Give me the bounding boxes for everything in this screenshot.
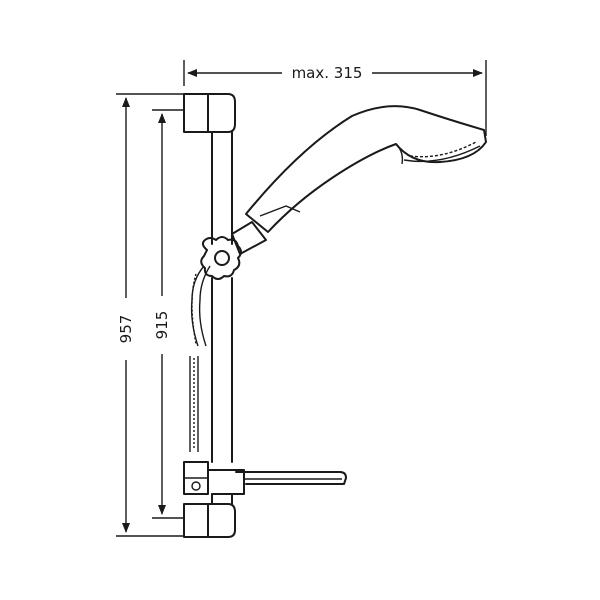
inner-height-dimension: 915 — [152, 109, 184, 519]
width-dimension: max. 315 — [183, 60, 487, 136]
bottom-wall-bracket — [183, 503, 236, 538]
inner-height-label: 915 — [153, 311, 171, 340]
width-label: max. 315 — [292, 64, 363, 82]
shower-rail — [211, 131, 233, 505]
outer-height-label: 957 — [117, 315, 135, 344]
outer-height-dimension: 957 — [116, 93, 184, 537]
top-wall-bracket — [183, 93, 236, 133]
hose-connector — [183, 461, 245, 495]
soap-dish — [235, 471, 347, 485]
hand-shower — [231, 105, 487, 255]
slider-holder — [200, 236, 242, 280]
shower-hose — [189, 265, 211, 452]
